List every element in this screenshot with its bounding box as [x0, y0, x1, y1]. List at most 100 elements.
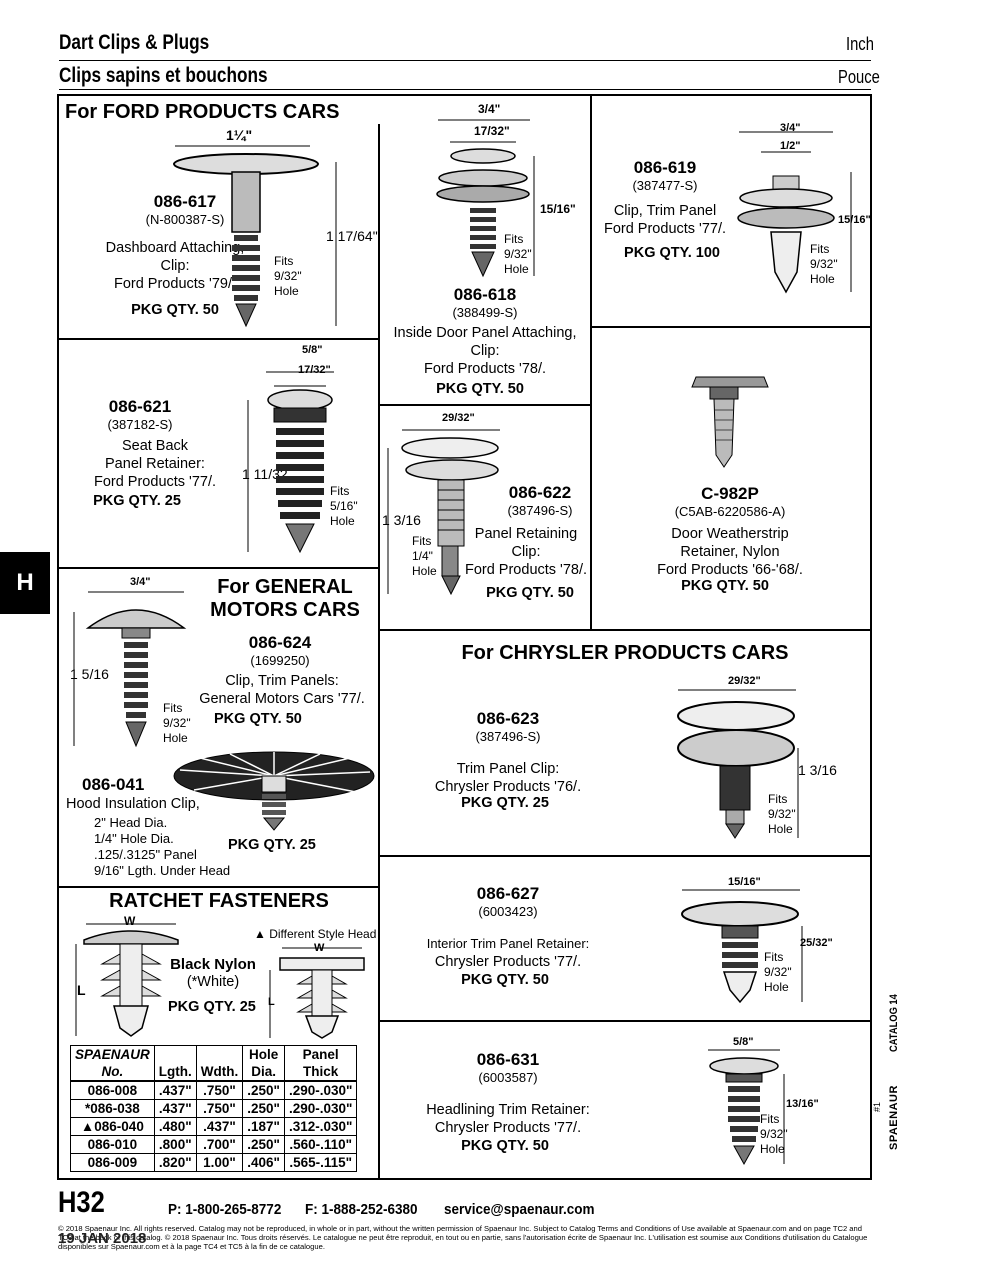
desc-line: Door Weatherstrip — [671, 526, 789, 542]
dim-width: 29/32" — [728, 675, 761, 687]
desc-line: Inside Door Panel Attaching, — [393, 325, 577, 341]
table-cell: .406" — [242, 1153, 285, 1172]
part-086-619: 086-619 (387477-S) — [600, 158, 730, 193]
fits-line: Hole — [163, 731, 188, 745]
section-title-ford: For FORD PRODUCTS CARS — [65, 101, 340, 123]
fits-line: Hole — [764, 980, 789, 994]
pkg-qty: PKG QTY. 100 — [624, 245, 720, 261]
table-cell: .290-.030" — [283, 1080, 358, 1100]
pkg-qty: PKG QTY. 50 — [461, 972, 549, 988]
divider — [379, 629, 872, 631]
dim-height: 13/16" — [786, 1098, 819, 1110]
col-header: Panel — [283, 1045, 358, 1063]
fits-line: 9/32" — [504, 247, 532, 261]
part-086-631: 086-631 (6003587) — [430, 1050, 586, 1085]
page-title: Dart Clips & Plugs — [59, 31, 210, 54]
part-description: Clip, Trim Panel Ford Products '77/. — [595, 202, 735, 238]
header-divider-bottom — [59, 89, 871, 90]
part-description: Seat Back Panel Retainer: Ford Products … — [70, 437, 240, 491]
part-086-041-number: 086-041 — [82, 775, 145, 794]
col-header-text: Panel — [302, 1047, 339, 1062]
table-cell: .800" — [153, 1135, 197, 1154]
fits-label: Fits 9/32" Hole — [760, 1112, 788, 1157]
col-header-text: Thick — [303, 1064, 339, 1079]
clip-086-617-drawing — [173, 145, 337, 328]
clip-086-631-drawing — [708, 1049, 785, 1166]
desc-line: Trim Panel Clip: — [456, 761, 560, 777]
col-header: SPAENAUR — [70, 1045, 155, 1063]
divider — [379, 404, 591, 406]
table-row: ▲086-040.480".437".187".312-.030" — [70, 1117, 358, 1136]
divider — [57, 886, 379, 888]
desc-line: Panel Retainer: — [105, 456, 205, 472]
part-description: Trim Panel Clip: Chrysler Products '76/. — [420, 760, 596, 796]
col-header: Hole — [242, 1045, 285, 1063]
dim-height: 15/16" — [838, 214, 871, 226]
pkg-qty: PKG QTY. 50 — [681, 578, 769, 594]
table-header-row: SPAENAUR Hole Panel — [70, 1045, 358, 1063]
table-cell: .437" — [153, 1080, 197, 1100]
part-description: Hood Insulation Clip, — [66, 796, 200, 812]
desc-line: Ford Products '66-'68/. — [657, 562, 803, 578]
pkg-qty: PKG QTY. 50 — [131, 302, 219, 318]
fits-label: Fits 9/32" Hole — [810, 242, 838, 287]
desc-line: Dashboard Attaching, — [105, 240, 245, 256]
section-title-gm: For GENERAL MOTORS CARS — [195, 576, 375, 622]
print-date: 19 JAN 2018 — [58, 1230, 147, 1247]
part-number: 086-624 — [248, 633, 312, 652]
cell-part-number: 086-008 — [70, 1080, 155, 1100]
email-link[interactable]: service@spaenaur.com — [444, 1201, 595, 1218]
spec-line: 2" Head Dia. — [94, 815, 168, 830]
table-cell: .187" — [242, 1117, 285, 1136]
col-header — [153, 1045, 197, 1063]
col-header-text: No. — [101, 1064, 124, 1079]
fits-line: Hole — [760, 1142, 785, 1156]
fits-line: 9/32" — [764, 965, 792, 979]
fits-line: Hole — [504, 262, 529, 276]
fits-line: 5/16" — [330, 499, 358, 513]
part-ref: (N-800387-S) — [145, 212, 225, 227]
part-086-622: 086-622 (387496-S) — [490, 483, 590, 518]
fits-line: Fits — [764, 950, 784, 964]
desc-line: Clip, Trim Panels: — [225, 673, 339, 689]
fits-line: Hole — [412, 564, 437, 578]
clip-086-627-drawing — [681, 889, 803, 1004]
section-title-line: For GENERAL — [217, 576, 353, 598]
fits-line: 9/32" — [810, 257, 838, 271]
desc-line: Clip: — [470, 343, 500, 359]
part-ref: (6003423) — [478, 904, 538, 919]
legal-line: TC3 at the back of this catalog. © 2018 … — [58, 1233, 868, 1242]
fits-line: 9/32" — [163, 716, 191, 730]
part-number: 086-631 — [476, 1050, 540, 1069]
col-header-text: SPAENAUR — [75, 1047, 150, 1062]
cell-part-number: ▲086-040 — [70, 1117, 155, 1136]
part-ref: (387496-S) — [507, 503, 573, 518]
part-ref: (387477-S) — [632, 178, 698, 193]
fits-line: Hole — [768, 822, 793, 836]
pkg-qty: PKG QTY. 50 — [486, 585, 574, 601]
desc-line: General Motors Cars '77/. — [199, 691, 365, 707]
dim-width: 29/32" — [442, 412, 475, 424]
col-header-text: Lgth. — [158, 1064, 192, 1079]
table-row: 086-010.800".700".250".560-.110" — [70, 1135, 358, 1154]
table-row: *086-038.437".750".250".290-.030" — [70, 1099, 358, 1118]
table-row: 086-009.820"1.00".406".565-.115" — [70, 1153, 358, 1172]
dim-height: 25/32" — [800, 937, 833, 949]
legal-text: © 2018 Spaenaur Inc. All rights reserved… — [58, 1224, 886, 1251]
phone-number: P: 1-800-265-8772 — [168, 1201, 282, 1218]
dim-width-inner: 17/32" — [298, 364, 331, 376]
table-cell: .565-.115" — [283, 1153, 358, 1172]
col-header-text: Dia. — [251, 1064, 276, 1079]
desc-line: Ford Products '77/. — [603, 221, 727, 237]
part-description: Dashboard Attaching, Clip: Ford Products… — [60, 239, 290, 293]
part-number: 086-619 — [633, 158, 697, 177]
cell-part-number: *086-038 — [70, 1099, 155, 1118]
dim-w-label: W — [124, 914, 136, 928]
table-cell: .480" — [153, 1117, 197, 1136]
fits-line: Hole — [330, 514, 355, 528]
table-cell: .750" — [195, 1080, 244, 1100]
divider — [57, 567, 379, 569]
legal-line: disponibles sur Spaenaur.com et à la pag… — [58, 1242, 325, 1251]
divider — [590, 94, 592, 630]
desc-line: Chrysler Products '77/. — [434, 954, 582, 970]
